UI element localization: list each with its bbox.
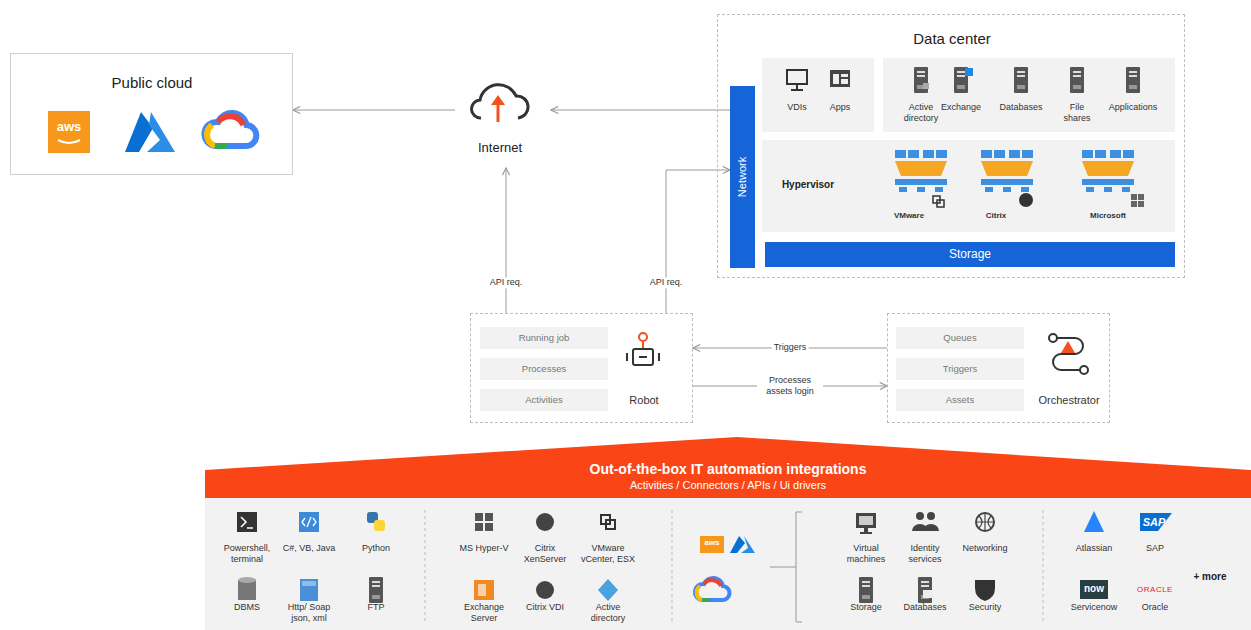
client-panel: VDIs Apps — [762, 58, 874, 132]
node-text: C#, VB, Java — [280, 543, 338, 554]
logo-text: aws — [704, 539, 719, 547]
node-title: Public cloud — [112, 74, 193, 92]
logo-text: SAP — [1143, 517, 1166, 528]
logo-text: now — [1084, 584, 1104, 594]
node-title: Out-of-the-box IT automation integration… — [590, 461, 867, 478]
node-title: Storage — [949, 247, 991, 261]
integration-panel: Powershell, terminal C#, VB, Java Python MS… — [205, 498, 1251, 630]
node-title: Network — [736, 157, 749, 197]
logo-text: ORACLE — [1137, 586, 1173, 594]
node-text: Applications — [1109, 102, 1158, 113]
node-text: Storage — [837, 602, 895, 613]
node-text: + more — [1193, 571, 1226, 583]
node-text: Http/ Soap json, xml — [280, 602, 338, 624]
node-text: Virtual machines — [837, 543, 895, 565]
connector-arrow — [666, 170, 730, 313]
node-text: Python — [347, 543, 405, 554]
orchestrator-box: Orchestrator QueuesTriggersAssets — [887, 313, 1110, 423]
connector-arrow — [293, 110, 455, 111]
node-text: Citrix XenServer — [516, 543, 574, 565]
orchestrator-item: Triggers — [896, 358, 1024, 380]
integration-banner: Out-of-the-box IT automation integration… — [205, 437, 1251, 498]
node-text: Exchange — [941, 102, 981, 113]
node-text: Citrix VDI — [516, 602, 574, 613]
server-panel: Active directoryExchange Databases File sh… — [883, 58, 1175, 132]
node-text: Identity services — [896, 543, 954, 565]
cloud-panel: Public cloud — [10, 53, 293, 175]
node-text: Active directory — [579, 602, 637, 624]
node-text: Databases — [999, 102, 1042, 113]
node-text: Security — [956, 602, 1014, 613]
storage-bar: Storage — [765, 242, 1175, 267]
node-title: Assets — [946, 394, 975, 405]
node-title: Activities — [525, 394, 562, 405]
connector-arrow — [551, 110, 730, 111]
edge-label: API req. — [488, 277, 525, 288]
node-text: Exchange Server — [455, 602, 513, 624]
connector-arrow — [506, 168, 507, 313]
hypervisor-panel: HypervisorVMware Citrix Microsoft — [762, 140, 1175, 232]
robot-item: Running job — [480, 327, 608, 349]
internet-node: Internet — [455, 78, 545, 168]
node-title: Running job — [519, 332, 570, 343]
node-title: Robot — [629, 394, 658, 407]
node-title: VDIs — [787, 102, 807, 113]
edge-label: API req. — [648, 277, 685, 288]
node-text: FTP — [347, 602, 405, 613]
node-text: Microsoft — [1090, 211, 1126, 221]
node-text: Activities / Connectors / APIs / Ui driv… — [630, 479, 826, 492]
node-text: VMware — [894, 211, 924, 221]
node-text: Servicenow — [1065, 602, 1123, 613]
orchestrator-item: Assets — [896, 389, 1024, 411]
node-text: SAP — [1126, 543, 1184, 554]
node-text: Atlassian — [1065, 543, 1123, 554]
orchestrator-item: Queues — [896, 327, 1024, 349]
network-bar: Network — [730, 86, 755, 268]
node-text: VMware vCenter, ESX — [579, 543, 637, 565]
node-title: Internet — [478, 140, 522, 156]
node-text: Citrix — [986, 211, 1006, 221]
edge-label: Triggers — [772, 342, 809, 353]
node-title: Processes — [522, 363, 566, 374]
node-title: Hypervisor — [782, 179, 834, 191]
robot-box: Robot Running jobProcessesActivities — [470, 313, 693, 423]
node-text: Databases — [896, 602, 954, 613]
robot-item: Processes — [480, 358, 608, 380]
robot-item: Activities — [480, 389, 608, 411]
edge-label: Processes assets login — [757, 375, 823, 398]
node-title: Queues — [943, 332, 976, 343]
node-text: File shares — [1057, 102, 1097, 124]
node-text: Apps — [830, 102, 851, 113]
logo-text: aws — [57, 120, 82, 133]
node-text: MS Hyper-V — [455, 543, 513, 554]
datacenter-box: Data centerNetwork VDIs Apps Active directo… — [717, 14, 1185, 278]
node-title: Orchestrator — [1038, 394, 1099, 407]
node-text: DBMS — [218, 602, 276, 613]
node-text: Networking — [956, 543, 1014, 554]
node-title: Active directory — [896, 102, 946, 124]
node-title: Triggers — [943, 363, 978, 374]
node-title: Data center — [913, 30, 991, 48]
node-title: Powershell, terminal — [218, 543, 276, 565]
node-text: Oracle — [1126, 602, 1184, 613]
